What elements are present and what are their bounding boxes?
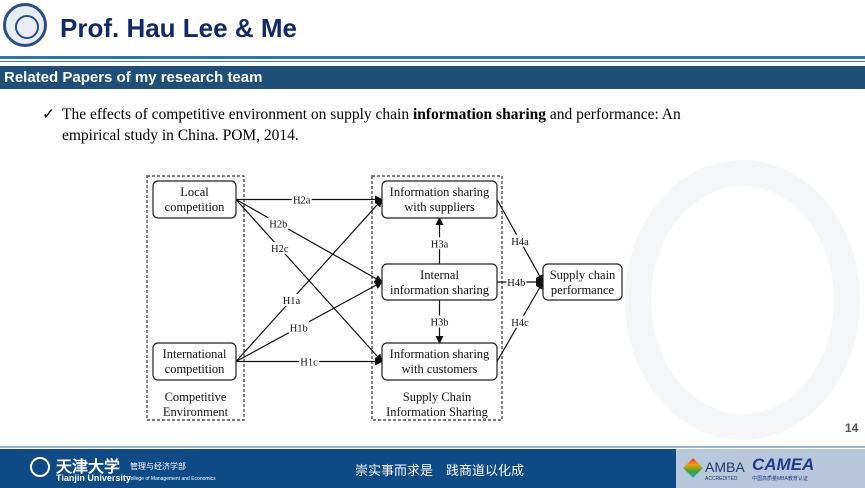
edge-label-h1b: H1b — [290, 323, 308, 334]
amba-logo: AMBA — [705, 459, 745, 475]
edge-label-bg — [506, 276, 527, 288]
node-label-int: information sharing — [390, 283, 490, 297]
node-label-perf: Supply chain — [550, 268, 616, 282]
edge-label-h1a: H1a — [283, 296, 301, 307]
node-perf — [542, 263, 623, 301]
edge-label-bg — [429, 237, 450, 250]
edge-label-bg — [299, 355, 319, 368]
header-divider-thin — [0, 61, 865, 62]
node-label-local: competition — [165, 200, 225, 214]
edge-label-bg — [281, 293, 302, 306]
edge-label-h4c: H4c — [511, 318, 529, 329]
college-name-en: College of Management and Economics — [127, 476, 216, 482]
node-label-local: Local — [180, 185, 209, 199]
node-label-cus: Information sharing — [390, 347, 490, 361]
college-name-cn: 管理与经济学部 — [130, 462, 186, 471]
citation-text: The effects of competitive environment o… — [62, 106, 413, 123]
amba-subtitle: ACCREDITED — [705, 476, 738, 482]
node-label-cus: with customers — [401, 362, 477, 376]
node-local — [152, 180, 237, 219]
university-name-cn: 天津大学 — [56, 457, 121, 476]
edge-label-h3a: H3a — [431, 239, 449, 250]
edge-label-h2a: H2a — [293, 196, 311, 207]
node-label-intl: competition — [165, 362, 225, 376]
edge-h1b — [235, 281, 383, 363]
paper-bullet: ✓ The effects of competitive environment… — [42, 104, 742, 146]
page-title: Prof. Hau Lee & Me — [60, 13, 297, 43]
paper-citation: The effects of competitive environment o… — [42, 104, 742, 146]
edge-label-h2c: H2c — [271, 244, 289, 255]
group-label-env: Environment — [163, 405, 229, 419]
section-banner: Related Papers of my research team — [0, 66, 865, 89]
footer-divider — [0, 446, 865, 448]
footer-accreditation-panel — [676, 449, 865, 488]
edge-label-bg — [269, 242, 290, 255]
node-label-perf: performance — [551, 283, 615, 297]
edge-label-h2b: H2b — [269, 219, 287, 230]
edge-h1a — [235, 198, 383, 362]
citation-text-end: and performance: An empirical study in C… — [62, 106, 681, 144]
group-label-env: Competitive — [165, 390, 227, 404]
header-divider — [0, 56, 865, 59]
edge-label-bg — [429, 315, 450, 328]
edge-label-bg — [268, 217, 289, 230]
group-label-scis: Supply Chain — [403, 390, 472, 404]
group-label-scis: Information Sharing — [386, 405, 488, 419]
edge-label-bg — [510, 234, 530, 247]
node-cus — [381, 342, 498, 381]
group-scis — [371, 175, 503, 421]
page-number: 14 — [845, 421, 859, 435]
edge-label-h4a: H4a — [511, 237, 529, 248]
camea-subtitle: 中国高质量MBA教育认证 — [752, 476, 808, 482]
university-name-en: Tianjin University — [56, 473, 131, 483]
camea-logo: CAMEA — [752, 455, 815, 474]
footer-motto: 崇实事而求是 践商道以化成 — [355, 464, 525, 479]
edge-label-bg — [291, 193, 312, 206]
node-label-intl: International — [163, 347, 227, 361]
edge-label-bg — [288, 321, 309, 334]
edge-h2b — [235, 198, 383, 283]
node-sup — [381, 180, 498, 219]
checkmark-icon: ✓ — [42, 106, 55, 123]
footer-seal-icon — [30, 457, 50, 477]
edge-label-bg — [510, 315, 530, 328]
node-int — [381, 263, 498, 301]
node-intl — [152, 342, 237, 381]
group-env — [146, 175, 245, 421]
edge-label-h4b: H4b — [507, 278, 525, 289]
university-seal-logo — [3, 3, 47, 47]
node-label-sup: with suppliers — [404, 200, 475, 214]
edge-label-h1c: H1c — [300, 358, 318, 369]
node-label-sup: Information sharing — [390, 185, 490, 199]
citation-bold: information sharing — [412, 106, 547, 123]
edge-label-h3b: H3b — [430, 318, 448, 329]
node-label-int: Internal — [420, 268, 459, 282]
